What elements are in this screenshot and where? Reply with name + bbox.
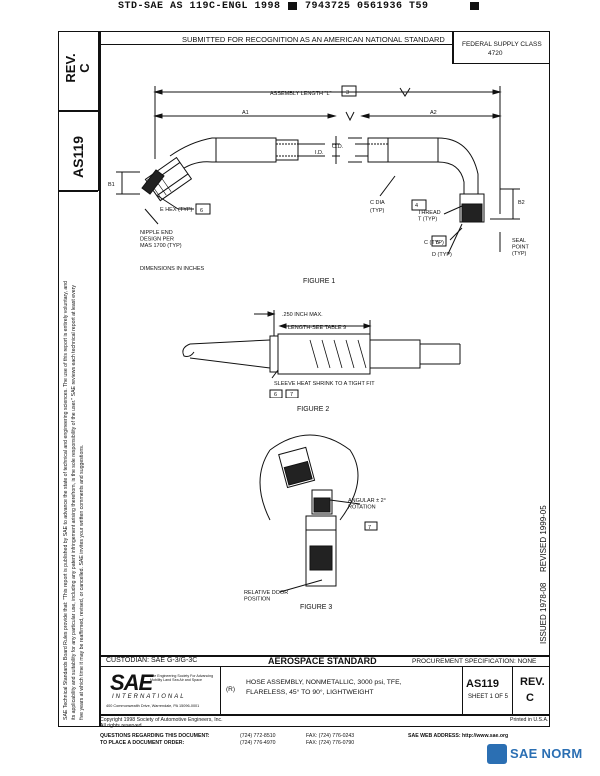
e-hex-label: E HEX (TYP)	[160, 207, 193, 213]
fsc-value: 4720	[488, 50, 503, 57]
fig3-angular-label: ANGULAR ± 2°ROTATION	[348, 498, 386, 511]
top-header-text: STD-SAE AS 119C-ENGL 1998	[118, 1, 281, 12]
c-typ2-ref: 5	[436, 240, 439, 246]
legal-notice: SAE Technical Standards Board Rules prov…	[63, 281, 85, 720]
custodian-label: CUSTODIAN: SAE G-3/G-3C	[106, 657, 198, 664]
b1-label: B1	[108, 182, 115, 188]
divider	[549, 63, 550, 655]
category-label: AEROSPACE STANDARD	[268, 656, 377, 666]
web-address: SAE WEB ADDRESS: http://www.sae.org	[408, 733, 509, 739]
document-title: HOSE ASSEMBLY, NONMETALLIC, 3000 psi, TF…	[246, 679, 402, 696]
divider	[512, 666, 513, 714]
questions-label: QUESTIONS REGARDING THIS DOCUMENT: TO PL…	[100, 733, 210, 746]
fig2-max-label: .250 INCH MAX.	[282, 312, 323, 318]
divider	[58, 110, 98, 112]
a1-label: A1	[242, 110, 249, 116]
figure2-drawing: .250 INCH MAX. LENGTH-SEE TABLE 9 SLEEVE…	[182, 310, 461, 398]
submitted-banner: SUBMITTED FOR RECOGNITION AS AN AMERICAN…	[182, 35, 445, 44]
id-label: I.D.	[315, 150, 324, 156]
fig2-length-label: LENGTH-SEE TABLE 9	[288, 325, 346, 331]
revised-date: REVISED 1999-05	[539, 505, 548, 572]
issued-date: ISSUED 1978-08	[539, 582, 548, 644]
fig2-ref2: 7	[290, 392, 293, 398]
doc-number: AS119	[466, 678, 500, 690]
c-typ-label: (TYP)	[370, 208, 385, 214]
divider	[58, 190, 98, 192]
fax-numbers: FAX: (724) 776-0243 FAX: (724) 776-0790	[306, 733, 355, 746]
fig2-ref1: 6	[274, 392, 277, 398]
printed-in: Printed in U.S.A.	[510, 717, 549, 723]
sae-international: INTERNATIONAL	[112, 694, 186, 700]
top-header: STD-SAE AS 119C-ENGL 1998 7943725 056193…	[0, 0, 600, 14]
footer-rev-value: C	[526, 692, 534, 704]
divider	[220, 666, 221, 714]
divider	[99, 44, 453, 45]
header-block-icon-end	[470, 2, 479, 10]
sae-norm-logo-icon	[487, 744, 507, 764]
divider	[99, 714, 550, 716]
divider	[99, 666, 550, 667]
doc-number-vertical: AS119	[70, 135, 86, 178]
header-block-icon	[288, 2, 297, 10]
divider	[452, 63, 550, 64]
c-dia-ref: 4	[415, 203, 418, 209]
c-typ2-label: C (TYP)	[424, 240, 444, 246]
sheet-number: SHEET 1 OF 5	[468, 694, 508, 700]
sae-tagline: The Engineering Society For Advancing Mo…	[150, 674, 214, 682]
copyright: Copyright 1998 Society of Automotive Eng…	[100, 717, 223, 729]
phone-numbers: (724) 772-8510 (724) 776-4970	[240, 733, 276, 746]
divider	[98, 31, 100, 191]
dims-label: DIMENSIONS IN INCHES	[140, 266, 205, 272]
sae-address: 400 Commonwealth Drive, Warrendale, PA 1…	[106, 704, 200, 708]
divider	[462, 666, 463, 714]
figure2-caption: FIGURE 2	[297, 406, 330, 413]
b2-label: B2	[518, 200, 525, 206]
divider	[452, 31, 454, 63]
footer-rev-label: REV.	[520, 676, 545, 688]
fsc-label: FEDERAL SUPPLY CLASS	[462, 41, 542, 48]
d-typ-label: D (TYP)	[432, 252, 452, 258]
a2-label: A2	[430, 110, 437, 116]
sae-norm-stamp: SAE NORM	[510, 746, 583, 761]
assembly-length-ref: 3	[346, 90, 349, 96]
sae-logo: SAE	[110, 670, 153, 695]
rev-value: C	[77, 63, 92, 73]
figure1-caption: FIGURE 1	[303, 278, 336, 285]
rev-label: REV.	[63, 53, 78, 83]
revision-marker: (R)	[226, 686, 236, 693]
figure3-caption: FIGURE 3	[300, 604, 333, 611]
e-hex-ref: 6	[200, 208, 203, 214]
divider	[99, 31, 101, 727]
procurement-label: PROCUREMENT SPECIFICATION: NONE	[412, 658, 537, 665]
divider	[99, 655, 550, 657]
top-header-codes: 7943725 0561936 T59	[305, 1, 429, 12]
c-dia-label: C DIA	[370, 200, 385, 206]
od-label: O.D.	[332, 144, 344, 150]
fig3-angular-ref: 7	[368, 525, 371, 531]
fig2-sleeve-label: SLEEVE HEAT SHRINK TO A TIGHT FIT	[274, 381, 375, 387]
assembly-length-label: ASSEMBLY LENGTH "L"	[270, 91, 332, 97]
rev-block: REV. C	[63, 38, 92, 98]
figure1-drawing: ASSEMBLY LENGTH "L" 3 A1 A2 I.D. O.D. B1…	[108, 85, 529, 272]
